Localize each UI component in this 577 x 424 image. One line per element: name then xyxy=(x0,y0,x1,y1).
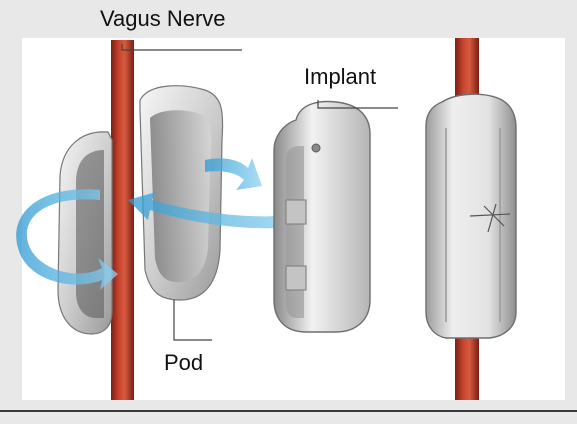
leader-line-pod xyxy=(174,300,212,340)
bottom-divider xyxy=(0,410,577,412)
vagus-nerve-left xyxy=(111,40,134,400)
implant-label: Implant xyxy=(304,64,376,90)
pod-front-inner xyxy=(76,150,104,318)
implant-contact-1 xyxy=(286,200,306,224)
leader-line-vagus xyxy=(122,44,242,50)
vagus-nerve-label: Vagus Nerve xyxy=(100,6,226,32)
pod-back-inner xyxy=(150,110,211,282)
implant-contact-2 xyxy=(286,266,306,290)
implant-groove xyxy=(286,146,304,318)
implant-marker-dot xyxy=(312,144,320,152)
pod-label: Pod xyxy=(164,350,203,376)
